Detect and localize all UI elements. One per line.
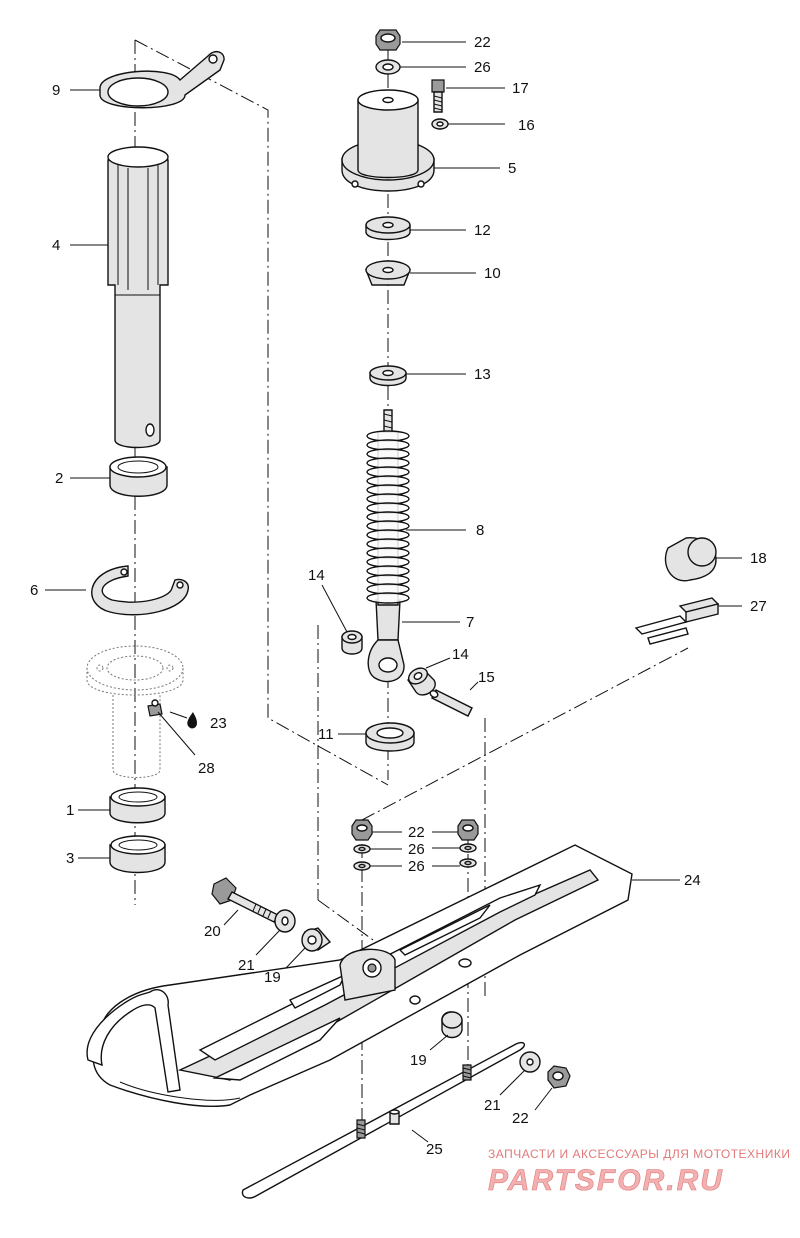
callout-14-right: 14 — [452, 646, 469, 663]
bushing-3 — [109, 835, 166, 874]
callout-24: 24 — [684, 872, 701, 889]
callout-21-right: 21 — [484, 1097, 501, 1114]
nut-top — [375, 29, 401, 51]
washer-21-right — [519, 1051, 541, 1073]
washer-11 — [365, 722, 415, 752]
callout-15: 15 — [478, 669, 495, 686]
callout-1: 1 — [66, 802, 74, 819]
bushing-19-right — [441, 1011, 463, 1039]
callout-7: 7 — [466, 614, 474, 631]
bushing-2 — [109, 456, 168, 497]
washers-26-stack — [353, 843, 477, 871]
callout-21-left: 21 — [238, 957, 255, 974]
lock-washer-16 — [431, 118, 449, 130]
coil-spring — [366, 430, 410, 606]
callout-11: 11 — [318, 726, 334, 743]
post-housing-phantom — [86, 645, 184, 778]
shock-absorber — [367, 409, 405, 683]
callout-28: 28 — [198, 760, 215, 777]
ski-cap-18 — [664, 537, 717, 582]
bushing-14-left — [341, 630, 363, 655]
callout-3: 3 — [66, 850, 74, 867]
callout-18: 18 — [750, 550, 767, 567]
bolt-20 — [211, 877, 279, 923]
callout-8: 8 — [476, 522, 484, 539]
shock-tower-housing — [341, 89, 435, 192]
callout-17: 17 — [512, 80, 529, 97]
pin-15 — [429, 689, 473, 717]
callout-14-left: 14 — [308, 567, 325, 584]
callout-19-left: 19 — [264, 969, 281, 986]
callout-10: 10 — [484, 265, 501, 282]
callout-19-right: 19 — [410, 1052, 427, 1069]
watermark: ЗАПЧАСТИ И АКСЕССУАРЫ ДЛЯ МОТОТЕХНИКИ PA… — [488, 1147, 790, 1197]
callout-13: 13 — [474, 366, 491, 383]
bushing-1 — [109, 787, 166, 824]
callout-9: 9 — [52, 82, 60, 99]
retaining-ring — [91, 565, 189, 616]
nut-22-center — [351, 819, 373, 841]
washer-top — [375, 59, 401, 75]
wear-bar — [241, 1041, 526, 1199]
callout-5: 5 — [508, 160, 516, 177]
callout-26-top: 26 — [474, 59, 491, 76]
nut-22-right — [457, 819, 479, 841]
callout-27: 27 — [750, 598, 767, 615]
grease-drop-icon — [187, 712, 197, 729]
callout-23: 23 — [210, 715, 227, 732]
callout-26-lower: 26 — [408, 858, 425, 875]
washer-12 — [365, 216, 411, 241]
bushing-14-right — [406, 667, 436, 696]
bushing-19-left — [301, 927, 332, 952]
callout-26-center: 26 — [408, 841, 425, 858]
watermark-tagline: ЗАПЧАСТИ И АКСЕССУАРЫ ДЛЯ МОТОТЕХНИКИ — [488, 1147, 790, 1161]
nut-22-bottom — [547, 1065, 571, 1089]
callout-25: 25 — [426, 1141, 443, 1158]
callout-16: 16 — [518, 117, 535, 134]
leader-lines — [45, 41, 742, 1143]
spring-seat-10 — [364, 260, 412, 286]
clip-27 — [634, 597, 720, 645]
washer-21-left — [274, 909, 296, 933]
callout-labels: 9 4 2 6 1 3 23 28 22 26 17 16 5 12 10 13… — [30, 34, 767, 1158]
callout-20: 20 — [204, 923, 221, 940]
callout-22-top: 22 — [474, 34, 491, 51]
callout-22-center: 22 — [408, 824, 425, 841]
callout-2: 2 — [55, 470, 63, 487]
callout-4: 4 — [52, 237, 60, 254]
washer-13 — [369, 365, 407, 387]
callout-12: 12 — [474, 222, 491, 239]
ski — [86, 844, 633, 1107]
callout-22-bottom: 22 — [512, 1110, 529, 1127]
watermark-brand: PARTSFOR.RU — [488, 1164, 724, 1197]
bolt-17 — [431, 79, 445, 113]
spanner-wrench — [99, 50, 225, 109]
callout-6: 6 — [30, 582, 38, 599]
steering-column — [107, 146, 169, 449]
